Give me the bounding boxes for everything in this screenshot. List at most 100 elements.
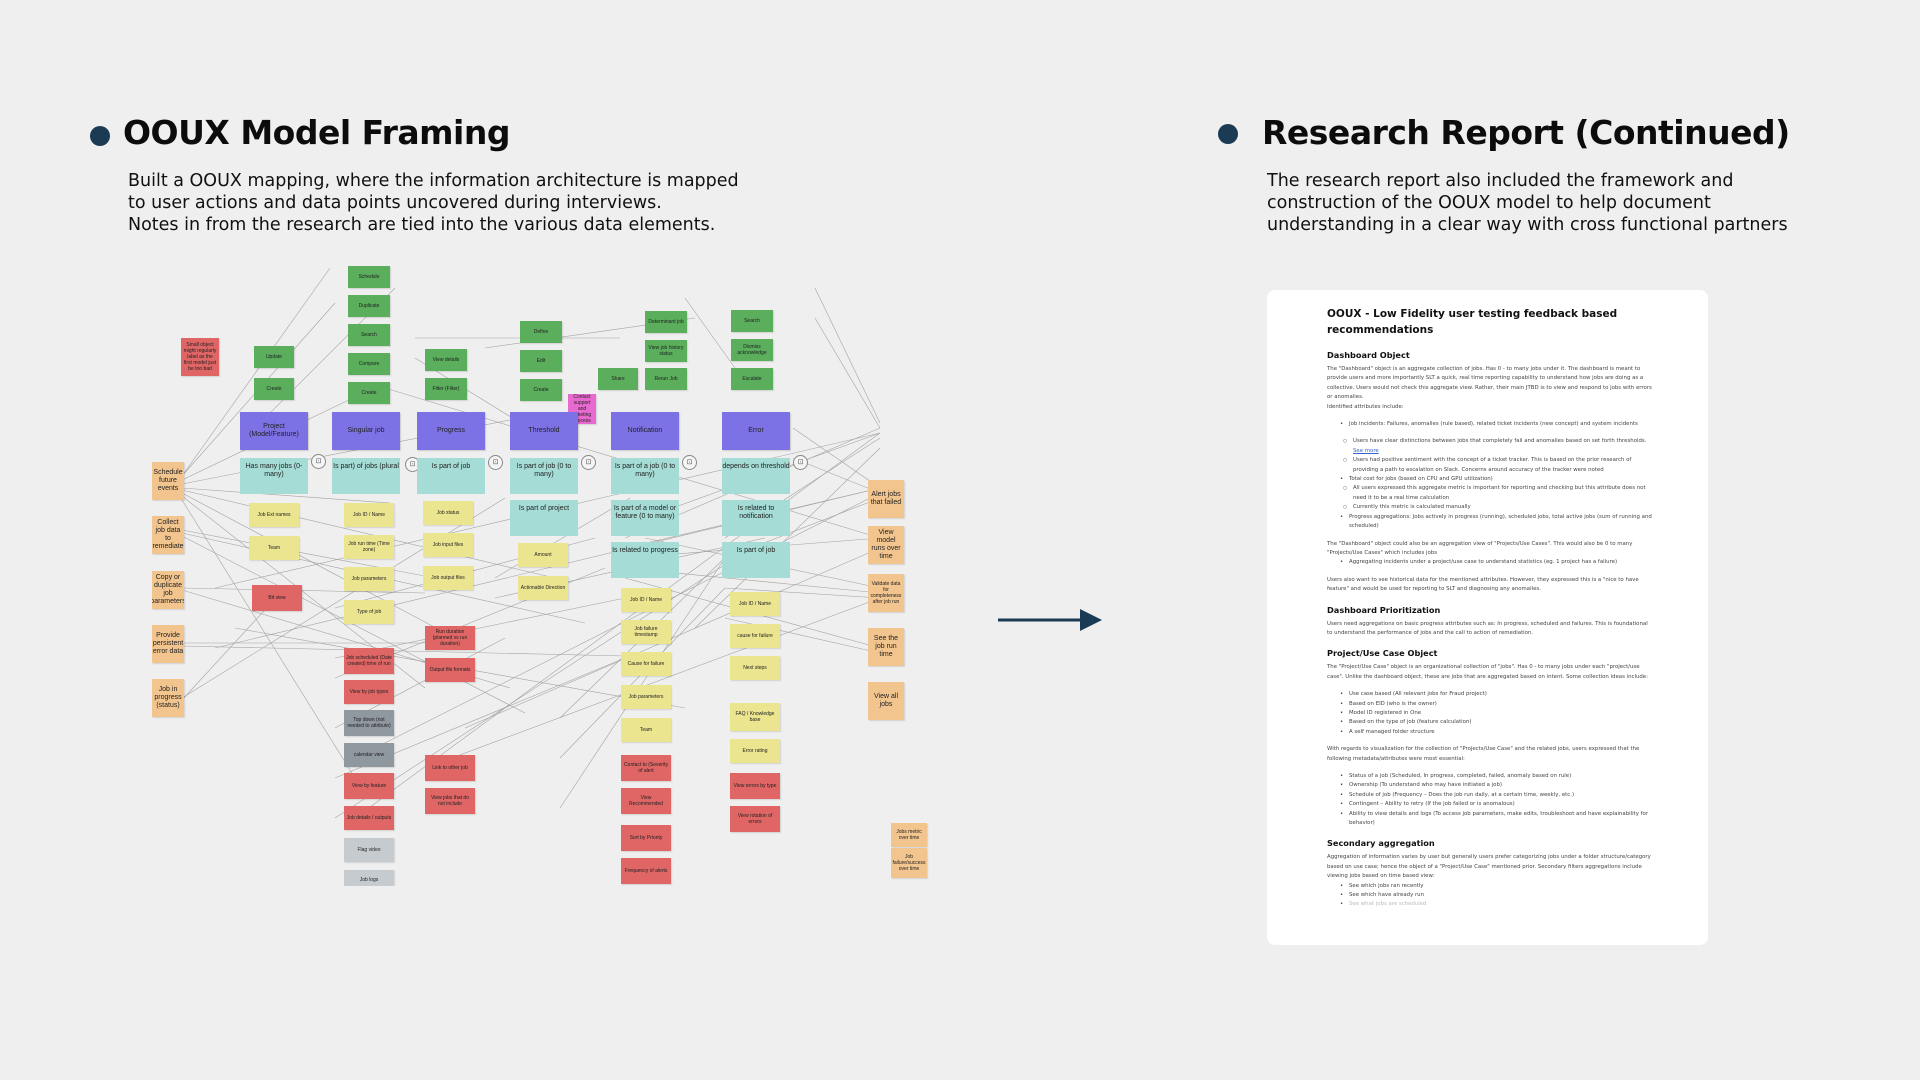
arrow-right-icon [998,609,1102,631]
doc-paragraph: The "Project/Use Case" object is an orga… [1327,664,1648,680]
comment-icon: ⊡ [311,454,326,469]
doc-list-item: Total cost for jobs (based on CPU and GP… [1340,475,1652,485]
threshold-note-define: Define [520,321,562,343]
threshold-note-contact-support: Contact support and ticketing process [568,394,596,424]
doc-list-item: Model ID registered in One [1340,709,1652,719]
section-bullet-left [90,126,110,146]
notification-note-severity: Contact to (Severity of alert [621,755,671,781]
object-error: Error [722,412,790,450]
error-note-escalate: Escalate [731,368,773,390]
job-note-job-logs: Job logs [344,870,394,886]
rel-notification-part-of-job: Is part of a job (0 to many) [611,458,679,494]
object-project: Project (Model/Feature) [240,412,308,450]
error-note-view-by-type: View errors by type [730,773,780,799]
doc-list-item: Progress aggregations: Jobs actively in … [1340,513,1652,532]
right-desc-line: The research report also included the fr… [1267,171,1734,191]
see-more-link[interactable]: See more [1353,447,1379,454]
action-provide-error-data: Provide persistent error data [152,625,184,663]
doc-list-item: Based on EID (who is the owner) [1340,700,1652,710]
job-note-parameters: Job parameters [344,567,394,591]
rel-progress-part-of-job: Is part of job [417,458,485,494]
progress-note-input-files: Job input files [423,533,473,557]
project-note-bit-view: Bit view [252,585,302,611]
doc-list: Aggregating incidents under a project/us… [1340,558,1652,568]
job-note-create: Create [348,382,390,404]
threshold-note-actionable-direction: Actionable Direction [518,576,568,600]
progress-note-view-details: View details [425,349,467,371]
object-notification: Notification [611,412,679,450]
action-schedule-future-events: Schedule future events [152,462,184,500]
doc-list-item: Ability to view details and logs (To acc… [1340,810,1652,829]
right-section-description: The research report also included the fr… [1267,170,1788,236]
notification-note-frequency: Frequency of alerts [621,858,671,884]
notification-note-failure-timestamp: Job failure timestamp [621,620,671,644]
research-report-document: OOUX - Low Fidelity user testing feedbac… [1267,290,1708,945]
progress-note-job-status: Job status [423,501,473,525]
rel-job-part-of-jobs: Is part) of jobs (plural [332,458,400,494]
action-view-model-runs: View model runs over time [868,526,904,564]
comment-icon: ⊡ [682,455,697,470]
notification-note-team: Team [621,718,671,742]
left-desc-line: to user actions and data points uncovere… [128,193,662,213]
right-desc-line: construction of the OOUX model to help d… [1267,193,1711,213]
threshold-note-create: Create [520,379,562,401]
left-section-description: Built a OOUX mapping, where the informat… [128,170,739,236]
job-note-run-time: Job run time (Time zone) [344,535,394,559]
doc-list-item: Status of a job (Scheduled, In progress,… [1340,772,1652,782]
notification-note-view-recommended: View Recommended [621,788,671,814]
doc-sublist: All users expressed this aggregate metri… [1343,484,1652,513]
doc-list-item: Contingent – Ability to retry (If the jo… [1340,800,1652,810]
doc-heading-dashboard-prioritization: Dashboard Prioritization [1327,604,1441,615]
notification-note-cause: Cause for failure [621,652,671,676]
doc-list: Job incidents: Failures, anomalies (rule… [1340,420,1652,430]
doc-list-item: Users have clear distinctions between jo… [1343,437,1652,456]
action-collect-job-data: Collect job data to remediate [152,516,184,554]
notification-note-history-status: View job history status [645,340,687,362]
rel-error-related-notification: Is related to notification [722,500,790,536]
notification-note-sort-priority: Sort by Priority [621,825,671,851]
doc-paragraph: Users also want to see historical data f… [1327,576,1639,593]
doc-list-item: All users expressed this aggregate metri… [1343,484,1652,503]
action-validate-data: Validate data for completeness after job… [868,574,904,612]
doc-list-item: Use case based (All relevant jobs for Fr… [1340,690,1652,700]
doc-sublist: Users have clear distinctions between jo… [1343,437,1652,475]
section-bullet-right [1218,124,1238,144]
doc-list-item: Aggregating incidents under a project/us… [1340,558,1652,568]
doc-list-item: Based on the type of job (feature calcul… [1340,718,1652,728]
doc-paragraph: The "Dashboard" object is an aggregate c… [1327,366,1652,410]
doc-list-item: See what jobs are scheduled [1340,900,1652,910]
doc-list-item: Users had positive sentiment with the co… [1343,456,1652,475]
progress-note-run-duration: Run duration (planned vs run duration) [425,626,475,650]
error-note-faq: FAQ / Knowledge base [730,703,780,731]
action-job-in-progress: Job in progress (status) [152,679,184,717]
error-note-rating: Error rating [730,739,780,763]
comment-icon: ⊡ [793,455,808,470]
project-note-create: Create [254,378,294,400]
job-note-view-by-types: View by job types [344,680,394,704]
rel-notification-related-progress: Is related to progress [611,542,679,578]
job-note-calendar-view: calendar view [344,743,394,767]
action-jobs-metric: Jobs metric over time [891,823,927,847]
progress-note-link-other-job: Link to other job [425,755,475,781]
error-note-rotation: View rotation of errors [730,806,780,832]
job-note-search: Search [348,324,390,346]
job-note-type: Type of job [344,600,394,624]
notification-note-share: Share [598,368,638,390]
comment-icon: ⊡ [581,455,596,470]
doc-list: Status of a job (Scheduled, In progress,… [1340,772,1652,829]
doc-heading-secondary-aggregation: Secondary aggregation [1327,838,1435,849]
object-singular-job: Singular job [332,412,400,450]
error-note-job-id: Job ID / Name [730,592,780,616]
project-note-team: Team [249,536,299,560]
progress-note-view-jobs: View jobs that do not include [425,788,475,814]
right-section-title: Research Report (Continued) [1262,113,1790,152]
ooux-model-board: Schedule future events Collect job data … [125,258,945,886]
action-view-all-jobs: View all jobs [868,682,904,720]
doc-list-item: Ownership (To understand who may have in… [1340,781,1652,791]
left-desc-line: Built a OOUX mapping, where the informat… [128,171,739,191]
doc-list-item: Schedule of job (Frequency – Does the jo… [1340,791,1652,801]
threshold-note-edit: Edit [520,350,562,372]
job-note-duplicate: Duplicate [348,295,390,317]
job-note-compare: Compare [348,353,390,375]
job-note-top-down: Top down (not needed to attribute) [344,710,394,736]
